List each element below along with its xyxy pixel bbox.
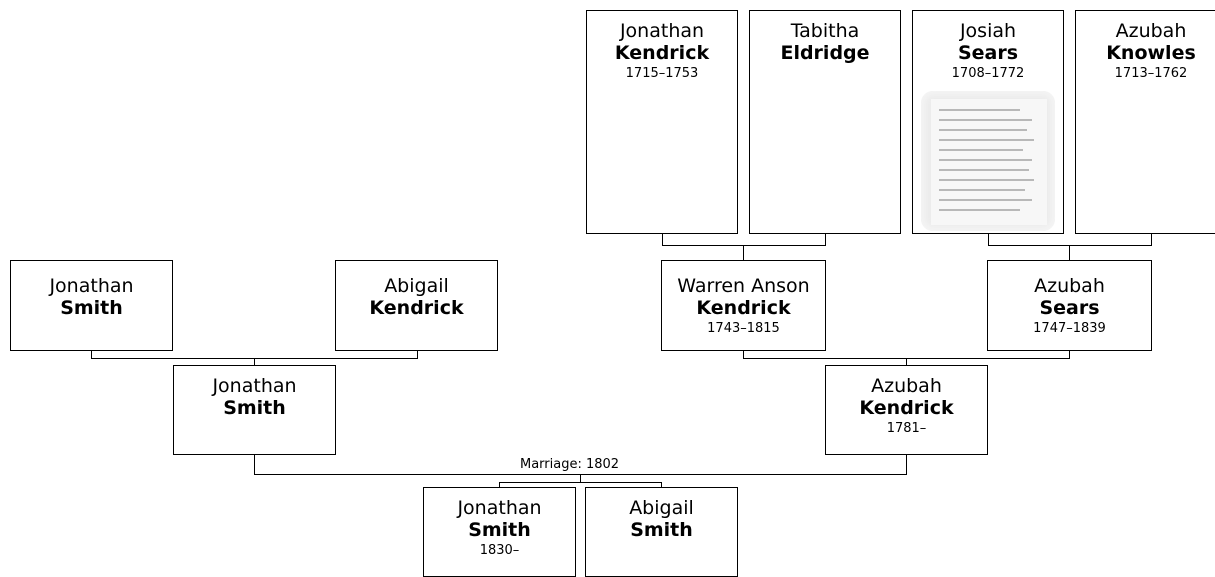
last-name: Sears [1039,297,1100,319]
person-card[interactable]: Azubah Knowles 1713–1762 [1075,10,1215,234]
connector-line [254,455,255,474]
first-name: Warren Anson [677,275,810,297]
connector-line [662,234,663,245]
connector-line [1069,351,1070,358]
person-card[interactable]: Josiah Sears 1708–1772 [912,10,1064,234]
first-name: Jonathan [457,497,542,519]
last-name: Smith [630,519,693,541]
connector-line [906,358,907,366]
last-name: Eldridge [780,42,870,64]
connector-line [91,351,92,358]
person-card[interactable]: Jonathan Kendrick 1715–1753 [586,10,738,234]
marriage-label: Marriage: 1802 [518,457,622,472]
first-name: Jonathan [619,20,705,42]
last-name: Smith [60,297,123,319]
document-page [931,99,1047,225]
connector-line [499,482,662,483]
person-card[interactable]: Azubah Sears 1747–1839 [987,260,1152,351]
last-name: Sears [957,42,1019,64]
first-name: Abigail [384,275,449,297]
first-name: Azubah [1034,275,1105,297]
connector-line [743,245,744,261]
connector-line [1151,234,1152,245]
connector-line [743,351,744,358]
connector-line [499,482,500,488]
first-name: Josiah [959,20,1017,42]
first-name: Jonathan [49,275,134,297]
connector-line [988,245,1152,246]
last-name: Kendrick [696,297,791,319]
connector-line [254,358,255,366]
life-dates: 1743–1815 [707,321,780,336]
connector-line [1069,245,1070,261]
connector-line [417,351,418,358]
last-name: Kendrick [369,297,464,319]
person-card[interactable]: Jonathan Smith [173,365,336,455]
person-card[interactable]: Abigail Kendrick [335,260,498,351]
person-card[interactable]: Warren Anson Kendrick 1743–1815 [661,260,826,351]
person-card[interactable]: Azubah Kendrick 1781– [825,365,988,455]
connector-line [906,455,907,474]
connector-line [988,234,989,245]
person-card[interactable]: Jonathan Smith 1830– [423,487,576,577]
first-name: Azubah [1115,20,1187,42]
first-name: Abigail [629,497,694,519]
life-dates: 1781– [886,421,927,436]
life-dates: 1708–1772 [951,66,1025,81]
last-name: Kendrick [614,42,710,64]
connector-line [825,234,826,245]
last-name: Smith [468,519,531,541]
first-name: Tabitha [790,20,860,42]
document-thumbnail[interactable] [921,91,1055,231]
first-name: Jonathan [212,375,297,397]
connector-line [580,474,581,482]
life-dates: 1830– [479,543,520,558]
person-card[interactable]: Abigail Smith [585,487,738,577]
last-name: Kendrick [859,397,954,419]
connector-line [662,245,826,246]
person-card[interactable]: Tabitha Eldridge [749,10,901,234]
first-name: Azubah [871,375,942,397]
life-dates: 1747–1839 [1033,321,1106,336]
connector-line [661,482,662,488]
last-name: Smith [223,397,286,419]
person-card[interactable]: Jonathan Smith [10,260,173,351]
life-dates: 1715–1753 [625,66,699,81]
last-name: Knowles [1106,42,1196,64]
life-dates: 1713–1762 [1114,66,1188,81]
